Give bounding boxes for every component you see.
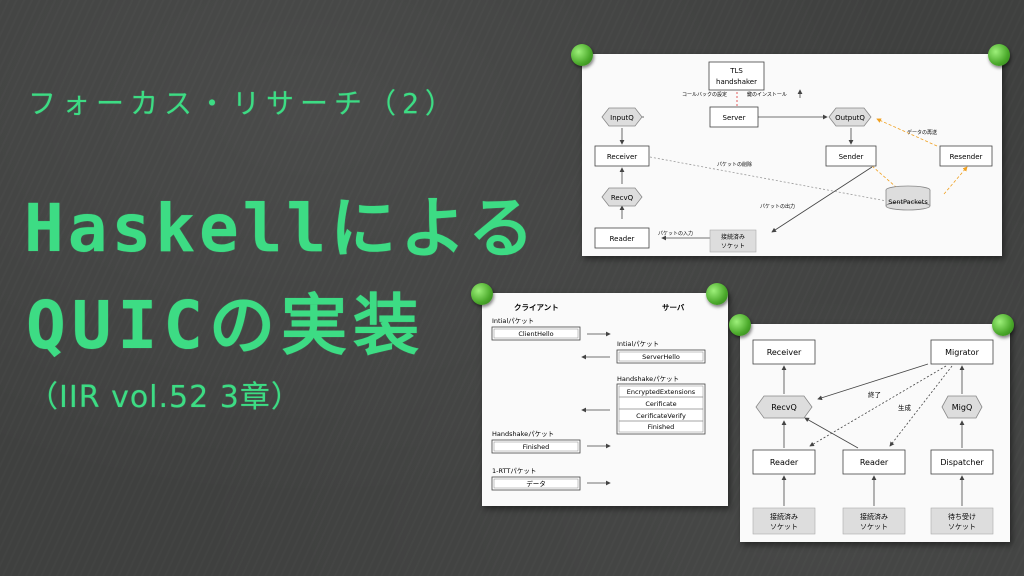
sender-label: Sender <box>839 153 864 161</box>
client-header: クライアント <box>514 302 559 312</box>
end-label: 終了 <box>868 390 881 399</box>
migrator-node: Migrator <box>930 339 994 365</box>
data-packet: データ <box>526 479 546 488</box>
socket1-label-1: 接続済み <box>770 512 798 521</box>
key-install-label: 鍵のインストール <box>747 91 787 98</box>
msg-encrypted-extensions: EncryptedExtensions <box>627 388 696 396</box>
receiver-node: Receiver <box>594 145 650 167</box>
dispatcher-label: Dispatcher <box>940 458 984 467</box>
msg-finished: Finished <box>648 423 675 431</box>
server-hello: ServerHello <box>642 353 680 361</box>
sentpackets-label: SentPackets <box>888 198 928 206</box>
socket-node: 接続済み ソケット <box>709 229 757 253</box>
socket-label-2: ソケット <box>721 243 745 250</box>
sender-node: Sender <box>825 145 877 167</box>
packet-delete-label: パケットの削除 <box>717 161 752 168</box>
socket1-node: 接続済み ソケット <box>752 507 816 535</box>
handshake-diagram: クライアント サーバ Intialパケット ClientHello Intial… <box>491 302 706 491</box>
socket3-label-1: 待ち受け <box>948 512 976 521</box>
pin-migrator-right <box>992 314 1014 336</box>
recvq-label: RecvQ <box>611 194 634 202</box>
resend-label: データの再送 <box>907 129 937 136</box>
initial-label-1: Intialパケット <box>492 317 534 325</box>
tls-label-1: TLS <box>729 67 743 75</box>
msg-certificate: Cerificate <box>645 400 676 408</box>
create-label: 生成 <box>898 403 912 412</box>
migq-label: MigQ <box>952 403 973 412</box>
mig-recvq-node: RecvQ <box>755 395 813 419</box>
pin-handshake-right <box>706 283 728 305</box>
slide-title-line1: Haskellによる <box>24 190 539 267</box>
recvq-node: RecvQ <box>601 187 643 207</box>
socket2-node: 接続済み ソケット <box>842 507 906 535</box>
migrator-diagram-card: Receiver Migrator RecvQ MigQ 終了 生成 Reade… <box>740 324 1010 542</box>
mig-reader1-node: Reader <box>752 449 816 475</box>
socket-label-1: 接続済み <box>721 233 745 241</box>
slide-subtitle: フォーカス・リサーチ（2） <box>28 87 459 120</box>
socket3-node: 待ち受け ソケット <box>930 507 994 535</box>
dispatcher-node: Dispatcher <box>930 449 994 475</box>
rtt-label: 1-RTTパケット <box>492 467 536 475</box>
inputq-label: InputQ <box>610 114 634 122</box>
server-header: サーバ <box>662 303 685 312</box>
packet-input-label: パケットの入力 <box>658 230 693 237</box>
mig-reader2-label: Reader <box>860 458 889 467</box>
pin-top-right <box>988 44 1010 66</box>
server-msgs: EncryptedExtensions Cerificate Cerificat… <box>618 385 704 433</box>
tls-label-2: handshaker <box>716 78 757 86</box>
initial-label-2: Intialパケット <box>617 340 659 348</box>
handshake-label-2: Handshakeパケット <box>492 430 554 438</box>
handshake-label-1: Handshakeパケット <box>617 375 679 383</box>
handshake-diagram-card: クライアント サーバ Intialパケット ClientHello Intial… <box>482 293 728 506</box>
mig-reader1-label: Reader <box>770 458 799 467</box>
socket2-label-2: ソケット <box>860 523 888 531</box>
mig-receiver-label: Receiver <box>767 348 802 357</box>
sentpackets-node: SentPackets <box>885 185 931 211</box>
migrator-diagram: Receiver Migrator RecvQ MigQ 終了 生成 Reade… <box>752 339 994 535</box>
msg-certificate-verify: CerificateVerify <box>636 412 686 420</box>
client-finished: Finished <box>523 443 550 451</box>
socket2-label-1: 接続済み <box>860 512 888 521</box>
resender-node: Resender <box>939 145 993 167</box>
architecture-diagram: TLS handshaker コールバックの設定 鍵のインストール Server… <box>594 61 993 253</box>
socket3-label-2: ソケット <box>948 523 976 531</box>
socket1-label-2: ソケット <box>770 523 798 531</box>
reader-label: Reader <box>610 235 635 243</box>
resender-label: Resender <box>950 153 983 161</box>
pin-top-left <box>571 44 593 66</box>
reader-node: Reader <box>594 227 650 249</box>
migrator-label: Migrator <box>945 348 979 357</box>
slide-title-line2: QUICの実装 <box>26 287 425 364</box>
pin-handshake-left <box>471 283 493 305</box>
callback-label: コールバックの設定 <box>682 91 727 98</box>
receiver-label: Receiver <box>607 153 637 161</box>
tls-node: TLS handshaker <box>708 61 765 91</box>
migq-node: MigQ <box>941 395 983 419</box>
inputq-node: InputQ <box>601 107 643 127</box>
server-label: Server <box>723 114 746 122</box>
outputq-label: OutputQ <box>835 114 865 122</box>
pin-migrator-left <box>729 314 751 336</box>
client-hello: ClientHello <box>518 330 553 338</box>
packet-output-label: パケットの出力 <box>760 203 795 210</box>
architecture-diagram-card: TLS handshaker コールバックの設定 鍵のインストール Server… <box>582 54 1002 256</box>
mig-receiver-node: Receiver <box>752 339 816 365</box>
mig-recvq-label: RecvQ <box>771 403 797 412</box>
slide-note: （IIR vol.52 3章） <box>28 380 302 415</box>
server-node: Server <box>709 106 759 128</box>
mig-reader2-node: Reader <box>842 449 906 475</box>
outputq-node: OutputQ <box>828 107 872 127</box>
